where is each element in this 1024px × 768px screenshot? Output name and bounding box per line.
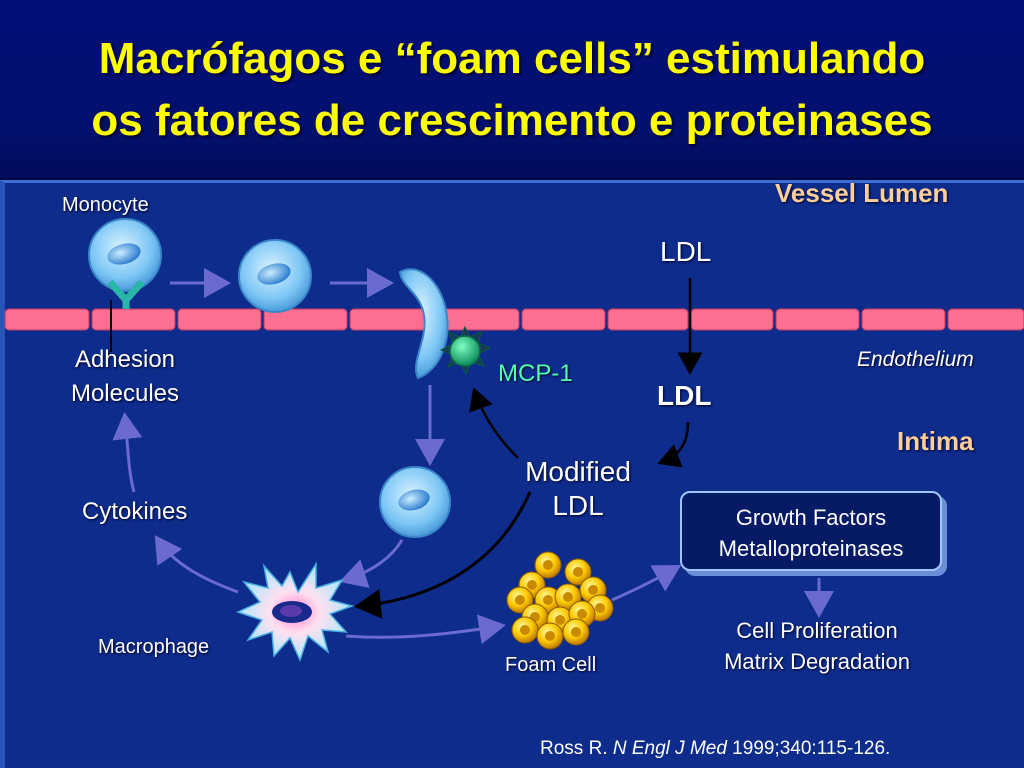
- modified-ldl-to-mcp1-arrow: [469, 387, 519, 459]
- modified-ldl-line-2: LDL: [552, 490, 604, 521]
- foam-cell-cluster: [506, 551, 614, 650]
- slide-title-line-1: Macrófagos e “foam cells” estimulando: [98, 34, 926, 83]
- endothelium-label: Endothelium: [857, 348, 974, 371]
- ldl-lumen-label: LDL: [660, 236, 712, 267]
- monocyte-label: Monocyte: [62, 194, 149, 216]
- adhesion-line-1: Adhesion: [74, 346, 176, 373]
- citation-author: Ross R.: [540, 738, 613, 759]
- modified-ldl-uptake-arrow: [354, 491, 532, 619]
- effects-label: Cell Proliferation Matrix Degradation: [688, 615, 946, 677]
- ldl-modification-arrow: [657, 421, 690, 468]
- diagram-panel: [0, 180, 1024, 768]
- mcp1-chemokine-icon: [439, 325, 492, 376]
- cell-proliferation-label: Cell Proliferation: [736, 618, 898, 643]
- adhesion-molecules-label: Adhesion Molecules: [52, 343, 198, 411]
- modified-ldl-line-1: Modified: [525, 456, 631, 487]
- intima-label: Intima: [897, 426, 974, 456]
- citation-ref: 1999;340:115-126.: [726, 738, 891, 759]
- cytokines-to-adhesion-arrow: [112, 412, 143, 493]
- cytokines-label: Cytokines: [82, 498, 188, 525]
- citation: Ross R. N Engl J Med 1999;340:115-126.: [540, 738, 890, 760]
- modified-ldl-label: Modified LDL: [503, 455, 653, 523]
- slide-title-line-2: os fatores de crescimento e proteinases: [91, 96, 933, 145]
- growth-factors-label: Growth Factors: [735, 505, 887, 530]
- adhesion-line-2: Molecules: [70, 380, 180, 407]
- metalloproteinases-label: Metalloproteinases: [718, 536, 904, 561]
- macrophage-cell: [235, 561, 355, 663]
- foam-to-growth-factors-arrow: [611, 565, 682, 602]
- growth-factors-box: Growth Factors Metalloproteinases: [680, 491, 942, 571]
- mcp1-label: MCP-1: [498, 360, 573, 387]
- adhesion-receptor-icon: [107, 279, 145, 352]
- vessel-lumen-label: Vessel Lumen: [775, 178, 949, 208]
- matrix-degradation-label: Matrix Degradation: [724, 649, 910, 674]
- macrophage-to-cytokines-arrow: [154, 535, 239, 594]
- rolling-monocyte-cell: [238, 239, 312, 313]
- transmigrating-monocyte: [398, 268, 449, 380]
- monocyte-cell: [88, 218, 162, 292]
- differentiation-arrow: [339, 539, 404, 588]
- macrophage-to-foam-arrow: [345, 614, 506, 645]
- ldl-intima-label: LDL: [657, 380, 712, 411]
- title-panel: Macrófagos e “foam cells” estimulando os…: [0, 0, 1024, 178]
- citation-journal: N Engl J Med: [612, 738, 727, 759]
- foam-cell-label: Foam Cell: [505, 654, 597, 676]
- endothelium-layer: [4, 308, 1024, 331]
- intima-monocyte-cell: [379, 466, 451, 538]
- macrophage-label: Macrophage: [98, 636, 210, 658]
